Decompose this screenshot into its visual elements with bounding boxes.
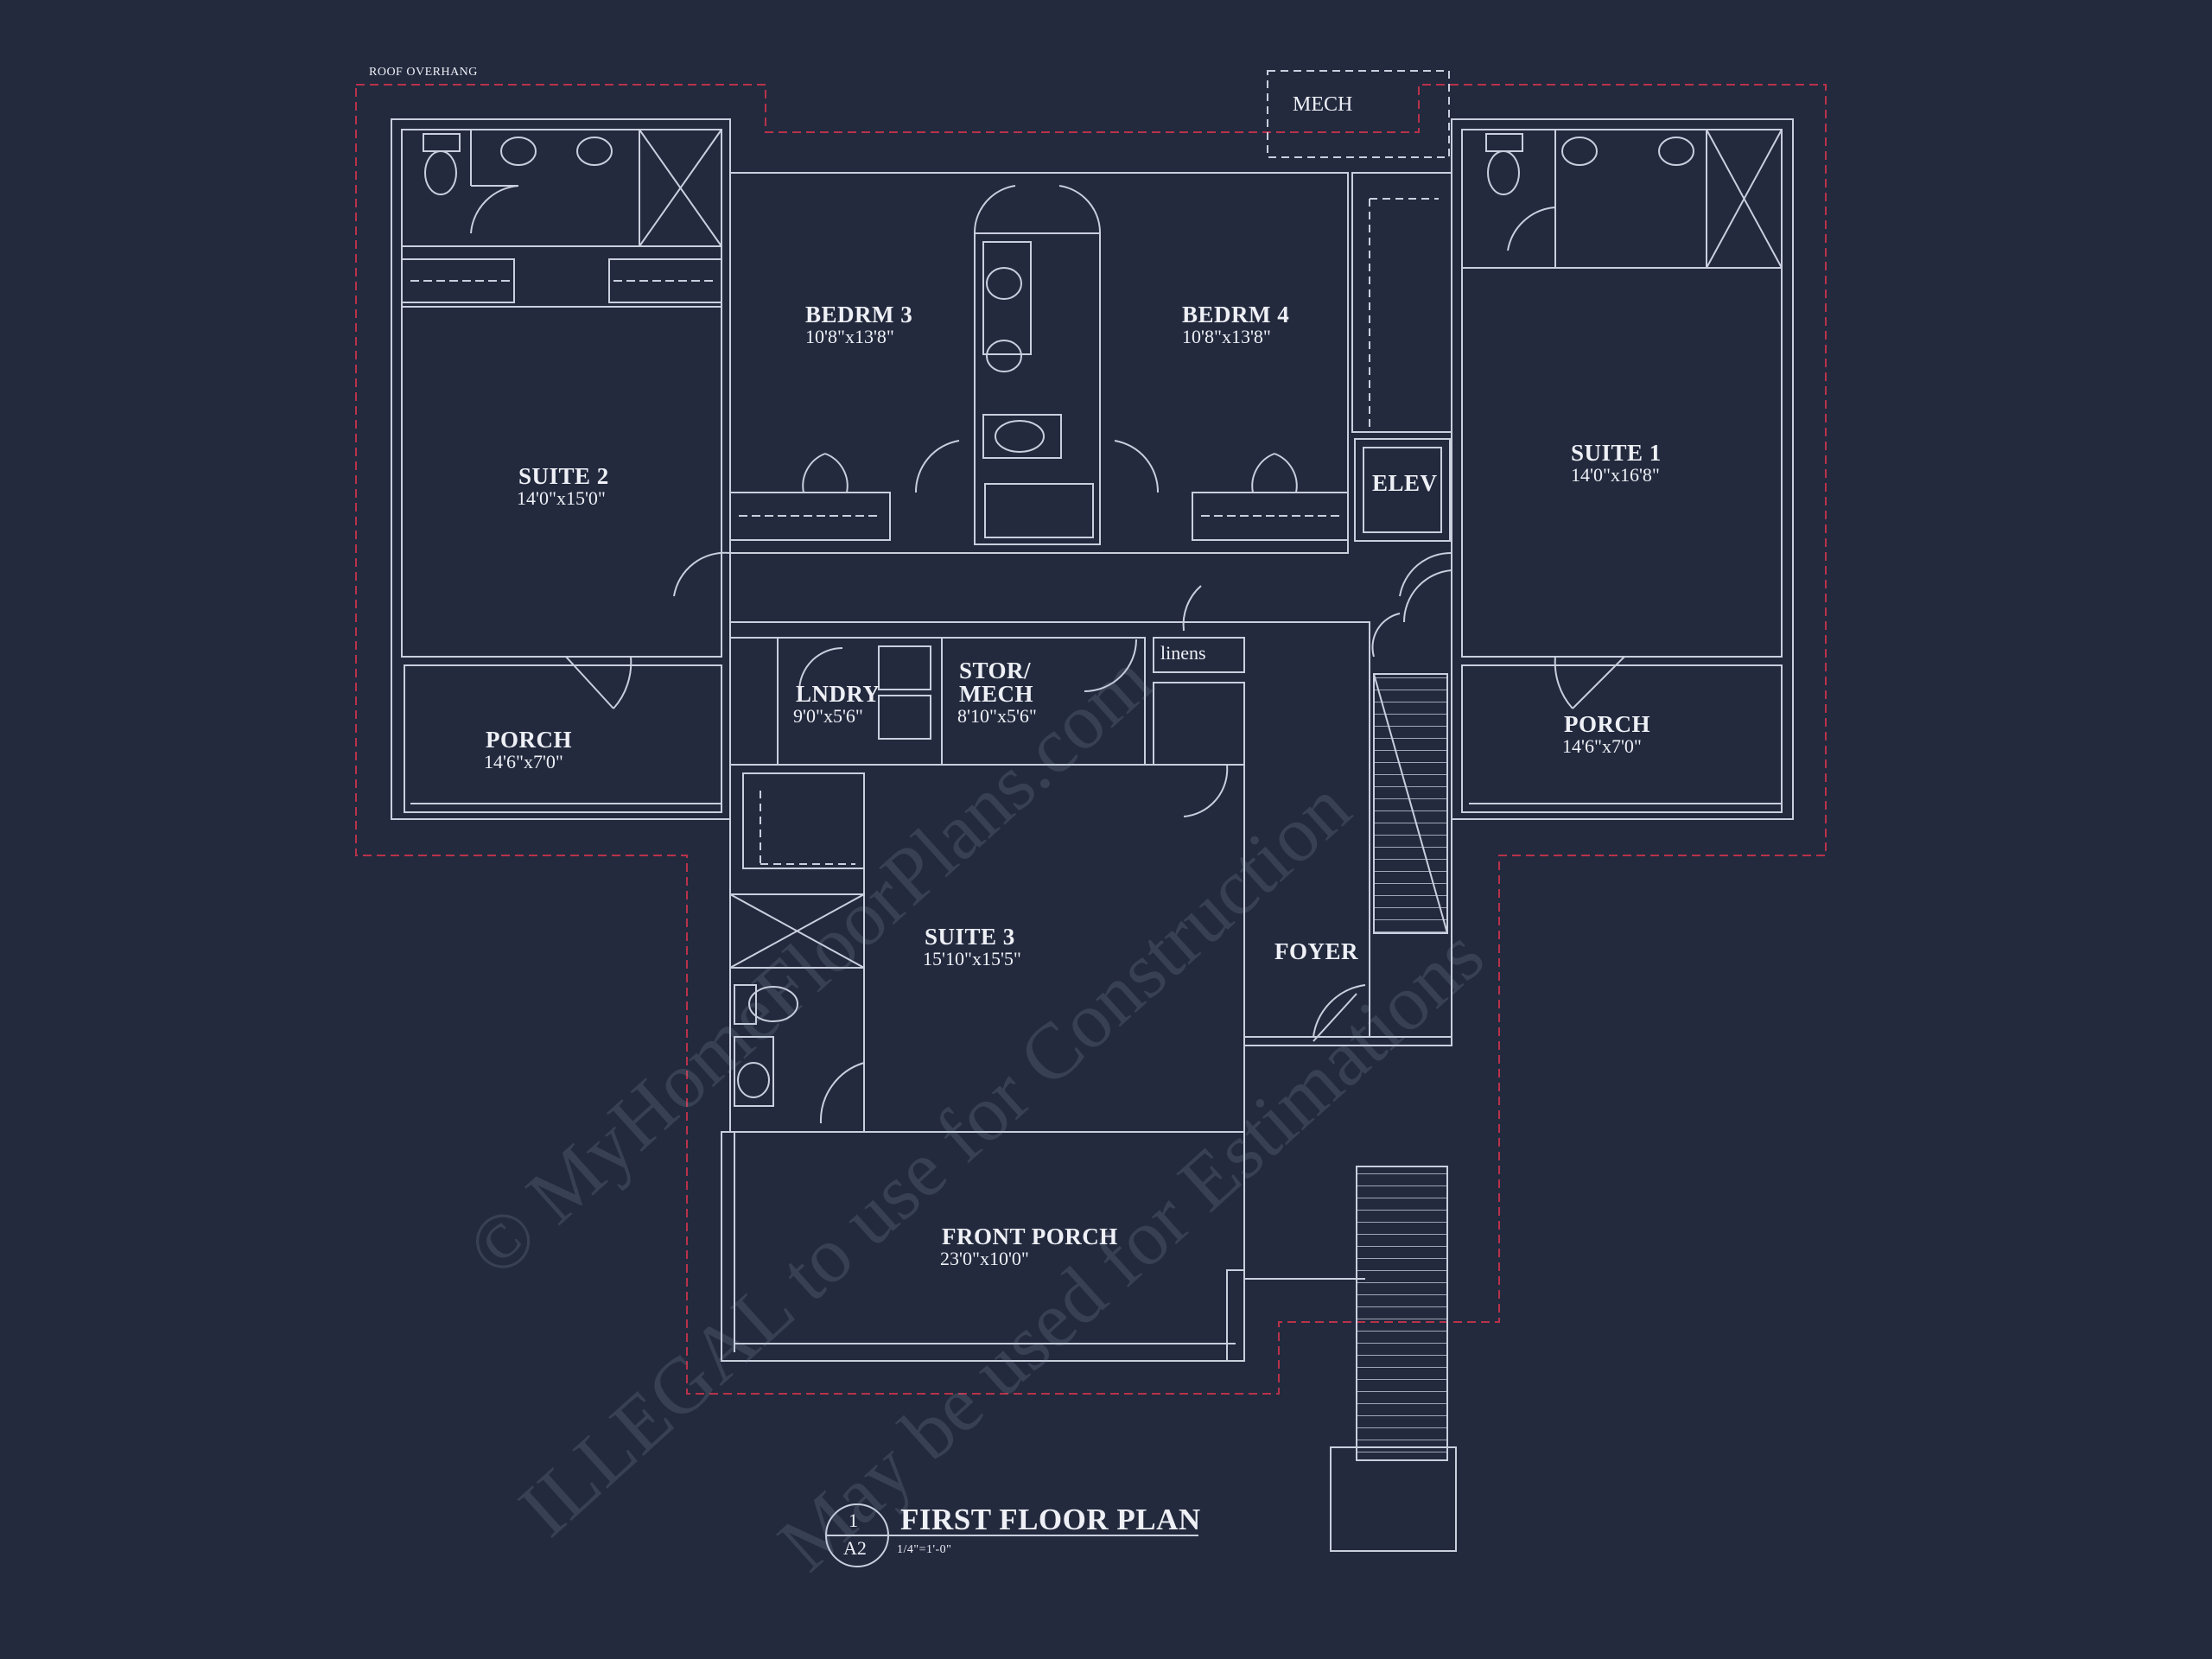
title-block <box>825 1503 1198 1567</box>
suite2-dim: 14'0"x15'0" <box>517 487 606 509</box>
suite2-name: SUITE 2 <box>518 463 609 489</box>
bedrm3-dim: 10'8"x13'8" <box>805 326 894 347</box>
bedrm3-name: BEDRM 3 <box>805 302 913 327</box>
porch-right-dim: 14'6"x7'0" <box>1562 735 1642 757</box>
stor-name-line1: STOR/ <box>959 658 1032 683</box>
bedrooms-block <box>729 172 1349 554</box>
mech-box <box>1267 70 1450 158</box>
linens-label: linens <box>1160 642 1206 664</box>
suite1-dim: 14'0"x16'8" <box>1571 464 1660 486</box>
stor-dim: 8'10"x5'6" <box>957 705 1037 727</box>
sheet-ref: A2 <box>843 1537 867 1559</box>
porch-right-name: PORCH <box>1564 711 1650 737</box>
elev-label: ELEV <box>1372 470 1438 496</box>
front-porch-name: FRONT PORCH <box>942 1224 1118 1249</box>
porch-left-name: PORCH <box>486 727 572 753</box>
front-porch-deck <box>721 1131 1245 1362</box>
front-porch-dim: 23'0"x10'0" <box>940 1248 1029 1269</box>
bedrm4-name: BEDRM 4 <box>1182 302 1290 327</box>
suite1-name: SUITE 1 <box>1571 440 1662 466</box>
lndry-dim: 9'0"x5'6" <box>793 705 863 727</box>
mech-top-label: MECH <box>1293 93 1353 116</box>
stor-name-line2: MECH <box>959 681 1033 707</box>
roof-overhang-label: ROOF OVERHANG <box>369 66 478 79</box>
plan-scale: 1/4"=1'-0" <box>897 1543 952 1556</box>
suite3-name: SUITE 3 <box>925 924 1015 950</box>
porch-left-dim: 14'6"x7'0" <box>484 751 563 772</box>
exterior-stair <box>1356 1166 1448 1461</box>
suite1-wing <box>1451 118 1794 820</box>
sheet-number: 1 <box>849 1510 858 1531</box>
elevator-shaft <box>1351 172 1452 433</box>
bedrm4-dim: 10'8"x13'8" <box>1182 326 1271 347</box>
roof-overhang-line <box>355 84 1827 1395</box>
lndry-name: LNDRY <box>796 681 880 707</box>
suite3-dim: 15'10"x15'5" <box>923 948 1021 969</box>
foyer-label: FOYER <box>1274 938 1358 964</box>
plan-title: FIRST FLOOR PLAN <box>900 1503 1201 1536</box>
